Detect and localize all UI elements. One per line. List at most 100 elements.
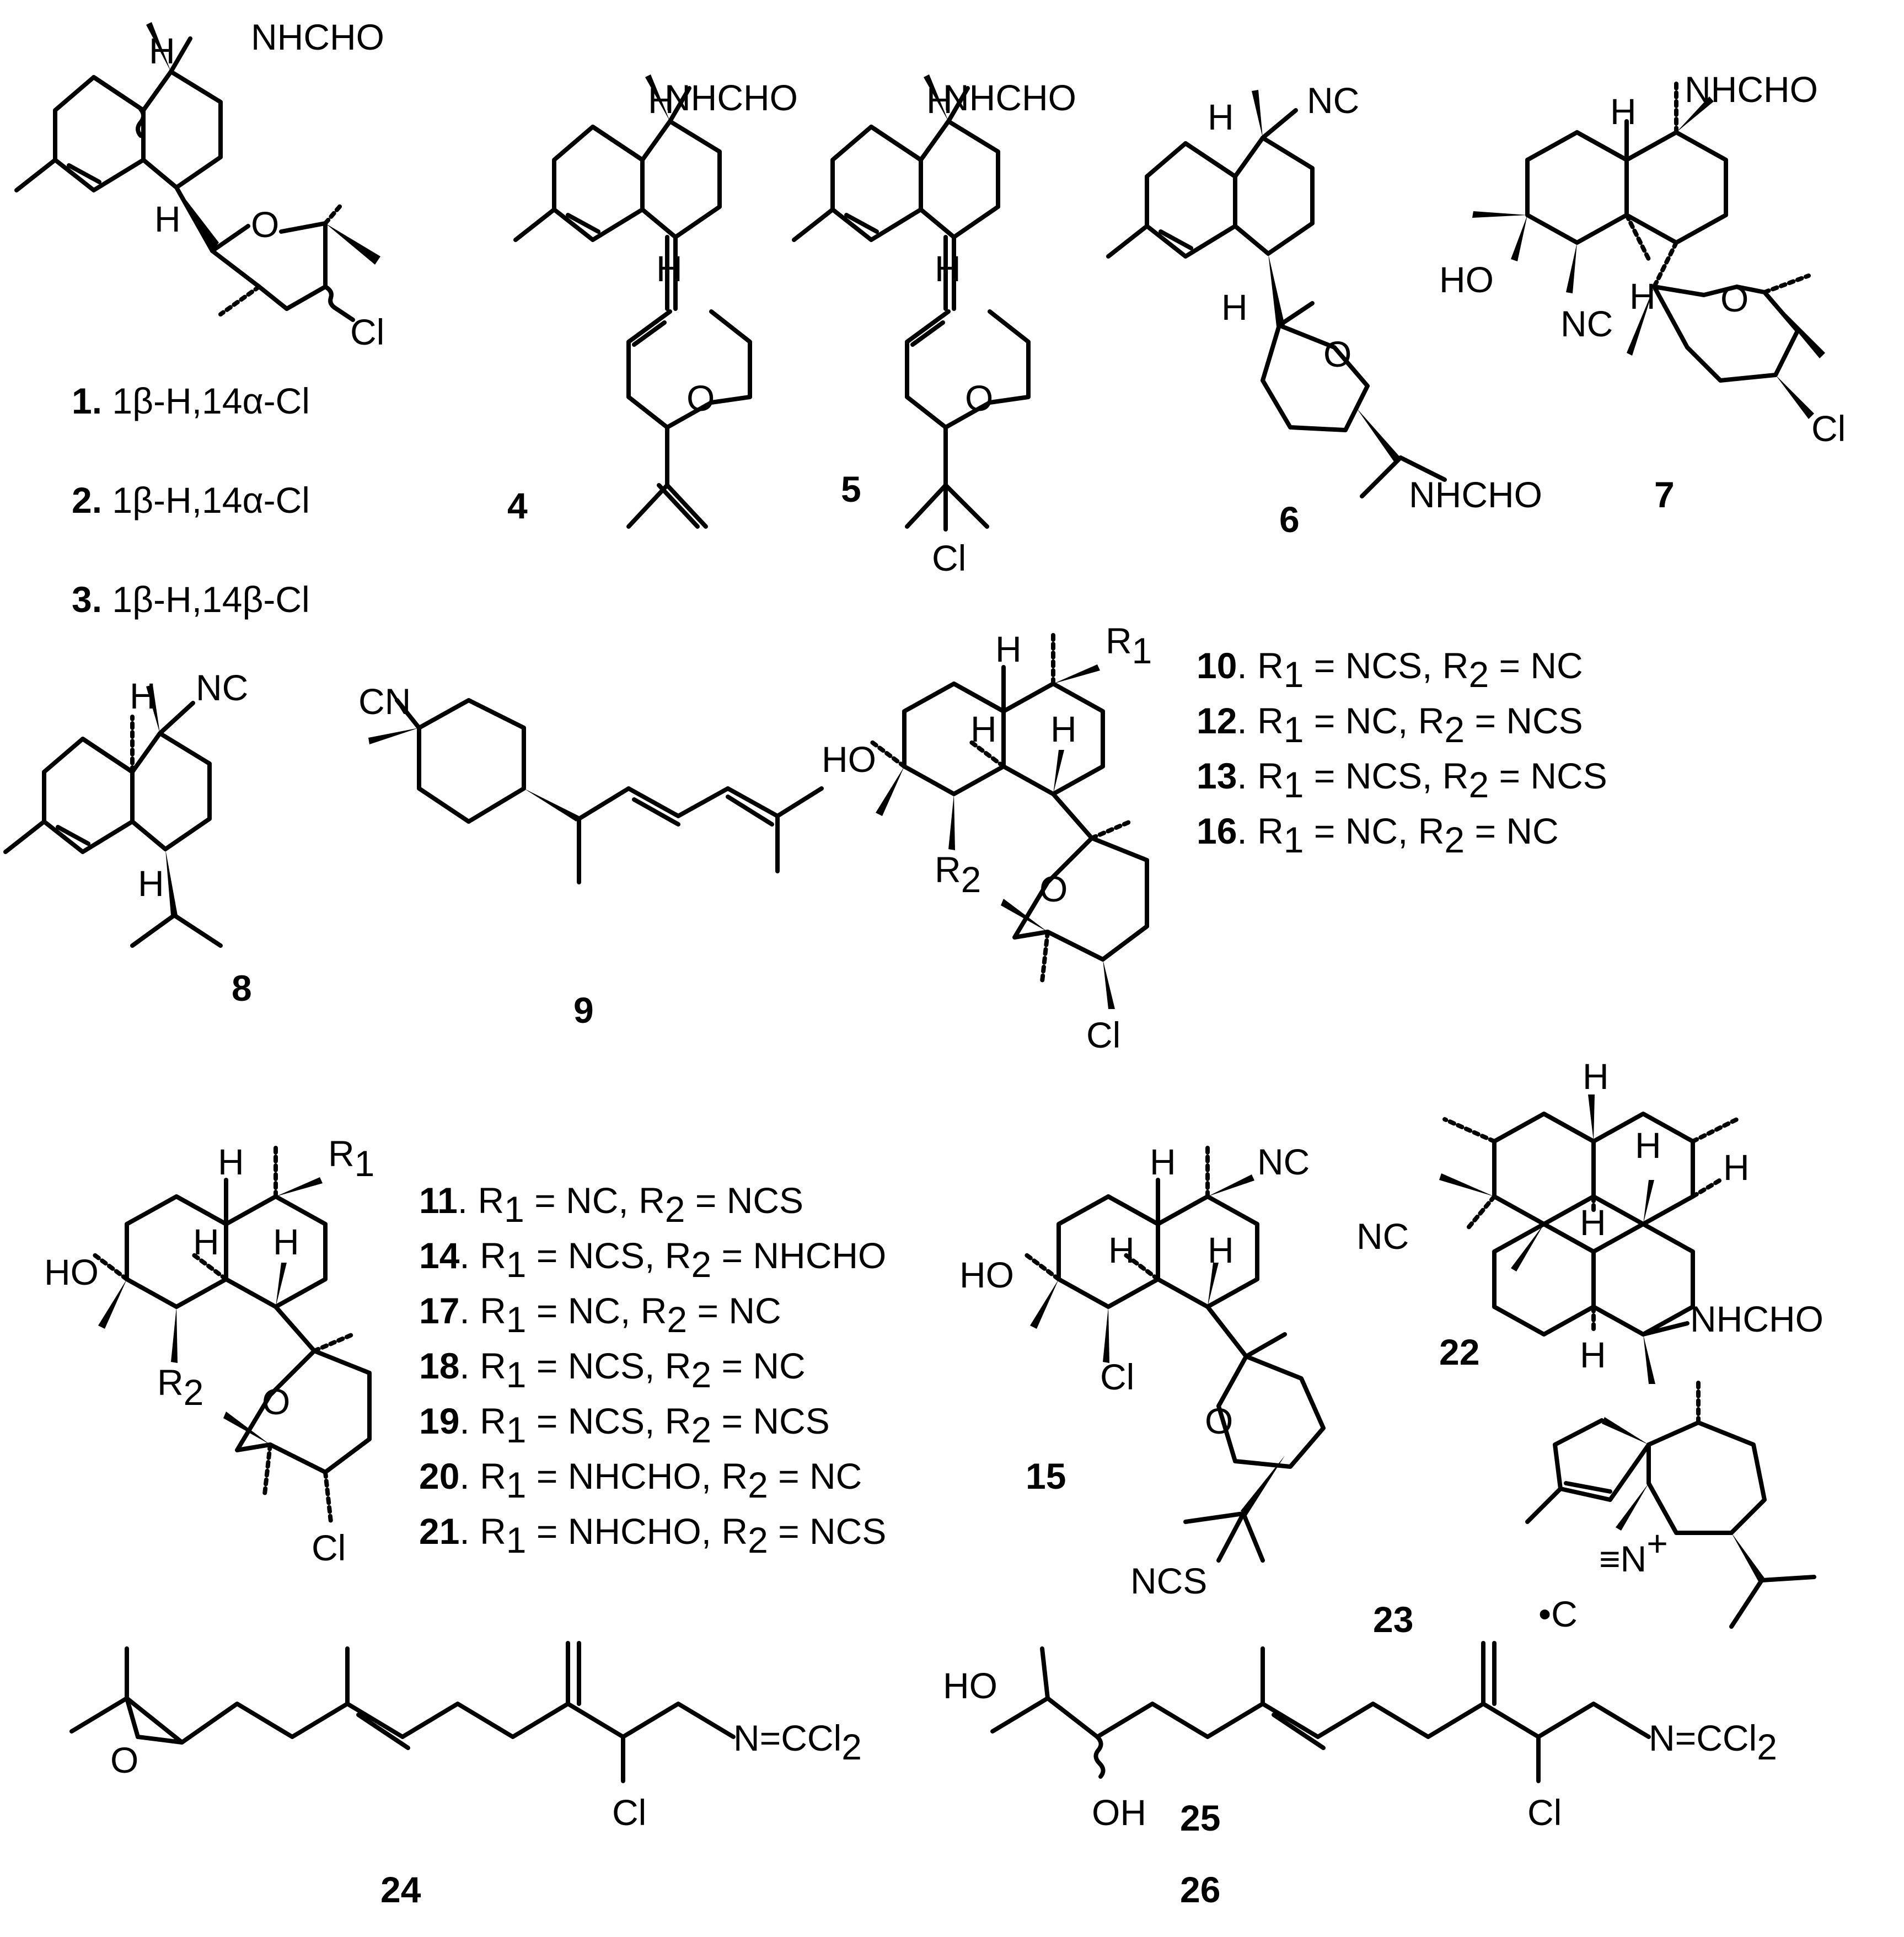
compound-23-number: 23	[1373, 1599, 1413, 1640]
atom-h: H	[1221, 287, 1248, 328]
atom-ho: HO	[1439, 259, 1494, 300]
atom-o: O	[1323, 334, 1351, 374]
series-b-row: 11. R1 = NC, R2 = NCS	[419, 1180, 803, 1230]
atom-cl: Cl	[1811, 408, 1846, 449]
compound-5-number: 5	[841, 469, 861, 509]
atom-ncs: NCS	[1130, 1560, 1207, 1601]
structure-25-26: HO OH Cl N=CCl2 25 26	[943, 1641, 1777, 1910]
atom-h: H	[1723, 1147, 1750, 1188]
compound-7-number: 7	[1654, 474, 1675, 515]
atom-h: H	[1108, 1230, 1135, 1270]
compound-2-label: 2. 1β-H,14α-Cl	[72, 480, 310, 521]
atom-ho: HO	[44, 1252, 99, 1292]
atom-cl: Cl	[932, 538, 966, 578]
atom-cn: CN	[358, 681, 411, 722]
structure-9: CN 9	[358, 681, 824, 1031]
series-a-row: 13. R1 = NCS, R2 = NCS	[1197, 755, 1607, 805]
atom-h: H	[648, 80, 674, 121]
atom-h: H	[193, 1221, 219, 1262]
atom-nhcho: NHCHO	[1690, 1299, 1823, 1339]
series-a-row: 10. R1 = NCS, R2 = NC	[1197, 645, 1583, 695]
compounds-1-3-list: 1. 1β-H,14α-Cl 2. 1β-H,14α-Cl 3. 1β-H,14…	[72, 380, 310, 620]
atom-h: H	[1050, 709, 1077, 749]
atom-h: H	[656, 248, 683, 289]
series-b-row: 18. R1 = NCS, R2 = NC	[419, 1345, 806, 1395]
series-a-row: 12. R1 = NC, R2 = NCS	[1197, 700, 1583, 750]
atom-h: H	[1208, 96, 1234, 137]
atom-nc: NC	[196, 667, 248, 708]
atom-h: H	[1635, 1125, 1661, 1166]
compound-3-label: 3. 1β-H,14β-Cl	[72, 579, 310, 620]
atom-oh: OH	[1092, 1792, 1146, 1833]
compound-22-number: 22	[1439, 1332, 1479, 1372]
atom-nhcho: NHCHO	[664, 77, 798, 118]
atom-nhcho: NHCHO	[1685, 69, 1818, 110]
atom-r2: R2	[157, 1362, 203, 1413]
compound-9-number: 9	[573, 990, 594, 1031]
structure-7: O Cl HO H H NC NHCHO 7	[1439, 69, 1846, 515]
atom-nhcho: NHCHO	[1409, 474, 1542, 515]
series-a-list: 10. R1 = NCS, R2 = NC 12. R1 = NC, R2 = …	[1197, 645, 1607, 860]
atom-o: O	[965, 378, 993, 418]
atom-h: H	[1580, 1202, 1606, 1243]
structure-15: O Cl HO H H H NC NCS 15	[959, 1141, 1326, 1601]
atom-o: O	[251, 204, 279, 245]
compound-15-number: 15	[1026, 1456, 1066, 1496]
atom-cl: Cl	[612, 1792, 646, 1833]
structure-23: ≡N+ •C 23	[1373, 1376, 1816, 1640]
atom-r1: R1	[328, 1133, 374, 1184]
series-b-list: 11. R1 = NC, R2 = NCS 14. R1 = NCS, R2 =…	[419, 1180, 886, 1560]
compound-4-number: 4	[507, 485, 528, 526]
atom-ho: HO	[943, 1665, 997, 1706]
atom-n-eq-ccl2: N=CCl2	[1649, 1718, 1777, 1767]
atom-h: H	[1610, 91, 1637, 132]
compound-8-number: 8	[232, 968, 252, 1008]
structure-8: H H NC 8	[3, 667, 252, 1008]
structure-11-21-scaffold: O Cl HO H H H R1 R2	[44, 1133, 374, 1568]
atom-h: H	[970, 709, 997, 749]
atom-o: O	[110, 1740, 138, 1780]
atom-h: H	[1580, 1334, 1606, 1375]
atom-nhcho: NHCHO	[251, 17, 384, 57]
atom-o: O	[262, 1381, 290, 1422]
series-a-row: 16. R1 = NC, R2 = NC	[1197, 811, 1559, 860]
atom-h: H	[1208, 1230, 1234, 1270]
compound-6-number: 6	[1279, 499, 1300, 540]
series-b-row: 20. R1 = NHCHO, R2 = NC	[419, 1456, 862, 1505]
atom-h: H	[935, 248, 961, 289]
atom-cl: Cl	[1086, 1015, 1120, 1055]
atom-o: O	[1205, 1401, 1233, 1441]
atom-h: H	[995, 629, 1022, 669]
structure-22: H H H H H NC NHCHO 22	[1356, 1056, 1823, 1384]
series-b-row: 21. R1 = NHCHO, R2 = NCS	[419, 1511, 886, 1560]
atom-r1: R1	[1106, 620, 1152, 671]
structure-24: O Cl N=CCl2 24	[69, 1641, 862, 1910]
series-b-row: 14. R1 = NCS, R2 = NHCHO	[419, 1235, 886, 1285]
atom-h: H	[273, 1221, 299, 1262]
compound-24-number: 24	[380, 1869, 421, 1910]
atom-nc: NC	[1257, 1141, 1310, 1182]
atom-o: O	[1720, 278, 1749, 319]
compound-26-number: 26	[1180, 1869, 1220, 1910]
structure-10-16-scaffold: O Cl HO H H H R1 R2	[822, 620, 1152, 1055]
atom-o: O	[1039, 868, 1068, 909]
atom-cl: Cl	[1100, 1356, 1134, 1397]
structure-1-3: O Cl H H NHCHO	[14, 17, 384, 352]
compound-25-number: 25	[1180, 1798, 1220, 1838]
atom-cl: Cl	[312, 1527, 346, 1568]
atom-n-plus: ≡N+	[1599, 1523, 1668, 1579]
atom-h: H	[926, 80, 953, 121]
atom-h: H	[154, 198, 181, 239]
atom-nhcho: NHCHO	[943, 77, 1076, 118]
atom-c-dot: •C	[1538, 1593, 1578, 1634]
atom-h: H	[218, 1141, 244, 1182]
structure-6: O H H NC NHCHO 6	[1106, 80, 1542, 540]
atom-nc: NC	[1356, 1216, 1409, 1257]
atom-nc: NC	[1560, 303, 1613, 344]
atom-h: H	[1629, 276, 1656, 316]
atom-cl: Cl	[1527, 1792, 1562, 1833]
atom-h: H	[149, 30, 175, 71]
atom-cl: Cl	[350, 312, 384, 352]
atom-r2: R2	[935, 849, 981, 900]
